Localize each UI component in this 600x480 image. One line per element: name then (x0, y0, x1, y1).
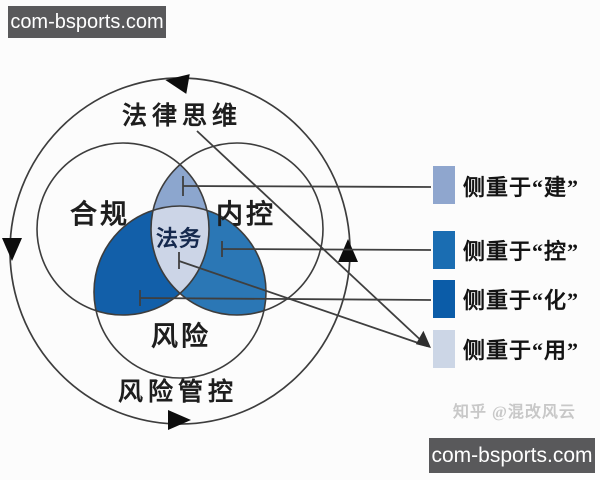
ring-label-legal-thinking: 法律思维 (121, 103, 243, 130)
legend-label-control: 侧重于“控” (463, 239, 580, 264)
watermark-box-top-left: com-bsports.com (8, 6, 166, 38)
ring-arrow-left-icon (2, 238, 22, 261)
legend-label-transform: 侧重于“化” (463, 288, 580, 313)
compliance-circle (36, 142, 210, 316)
leader-line-use-from-ring (196, 130, 428, 347)
use-arrowhead-icon (415, 330, 431, 348)
circle-label-risk: 风险 (151, 321, 211, 352)
leader-line-control (221, 248, 432, 251)
legend-swatch-use (433, 330, 455, 368)
circle-label-internal-control: 内控 (216, 199, 276, 230)
ring-arrow-bottom-icon (168, 410, 191, 430)
ring-label-risk-management: 风险管控 (117, 379, 239, 406)
ring-arrow-top-icon (165, 74, 190, 94)
zhihu-credit-watermark: 知乎 @混改风云 (453, 404, 576, 421)
internal-control-circle (150, 142, 324, 316)
legend-swatch-transform (433, 280, 455, 318)
legend-swatch-control (433, 231, 455, 269)
watermark-text: com-bsports.com (431, 443, 593, 467)
watermark-box-bottom-right: com-bsports.com (429, 438, 595, 473)
leader-line-use-from-center (178, 260, 428, 347)
watermark-text: com-bsports.com (10, 10, 164, 33)
center-label-legal-affairs: 法务 (155, 226, 203, 251)
legend-label-use: 侧重于“用” (463, 338, 580, 363)
risk-circle (93, 205, 267, 379)
region-triple-center (151, 206, 209, 315)
leader-line-build (182, 185, 432, 188)
circle-label-compliance: 合规 (70, 199, 130, 230)
leader-line-transform (139, 297, 432, 301)
legend-label-build: 侧重于“建” (463, 175, 580, 200)
legend-swatch-build (433, 166, 455, 204)
